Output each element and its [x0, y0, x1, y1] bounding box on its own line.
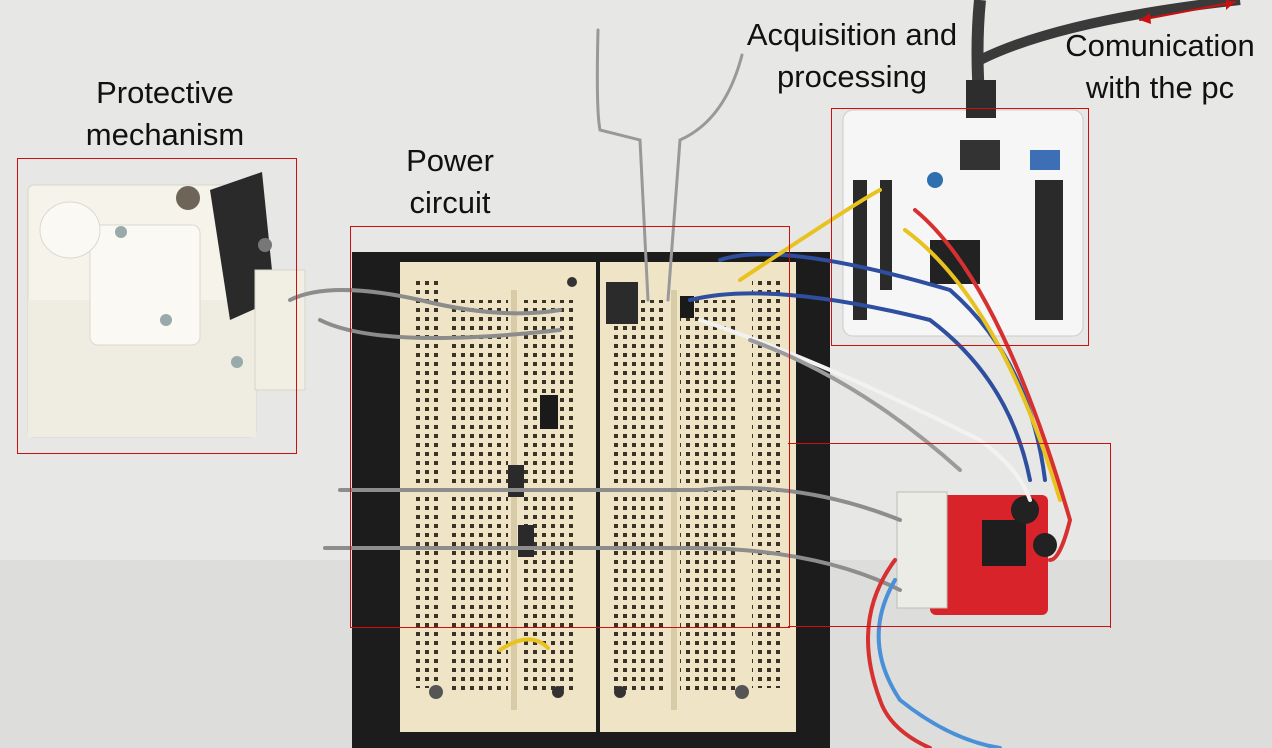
power-circuit-box [350, 226, 790, 628]
acquisition-box [831, 108, 1089, 346]
acquisition-label-line1: Acquisition and [746, 17, 958, 52]
power-circuit-label: Power circuit [380, 140, 520, 224]
driver-board-box-bottom [788, 626, 1111, 628]
communication-label-line2: with the pc [1085, 70, 1235, 105]
communication-label: Comunication with the pc [1050, 25, 1270, 109]
nucleo-board [842, 0, 1241, 337]
driver-board-box [788, 443, 1111, 628]
protective-label-line1: Protective [96, 75, 234, 110]
acquisition-label-line2: processing [777, 59, 927, 94]
acquisition-label: Acquisition and processing [728, 14, 976, 98]
protective-mechanism-box [17, 158, 297, 454]
protective-label-line2: mechanism [85, 117, 245, 152]
power-label-line1: Power [406, 143, 494, 178]
breadboard [400, 262, 796, 732]
protective-mechanism [27, 172, 306, 438]
communication-label-line1: Comunication [1065, 28, 1255, 63]
power-label-line2: circuit [409, 185, 491, 220]
driver-board [896, 491, 1057, 615]
protective-mechanism-label: Protective mechanism [60, 72, 270, 156]
